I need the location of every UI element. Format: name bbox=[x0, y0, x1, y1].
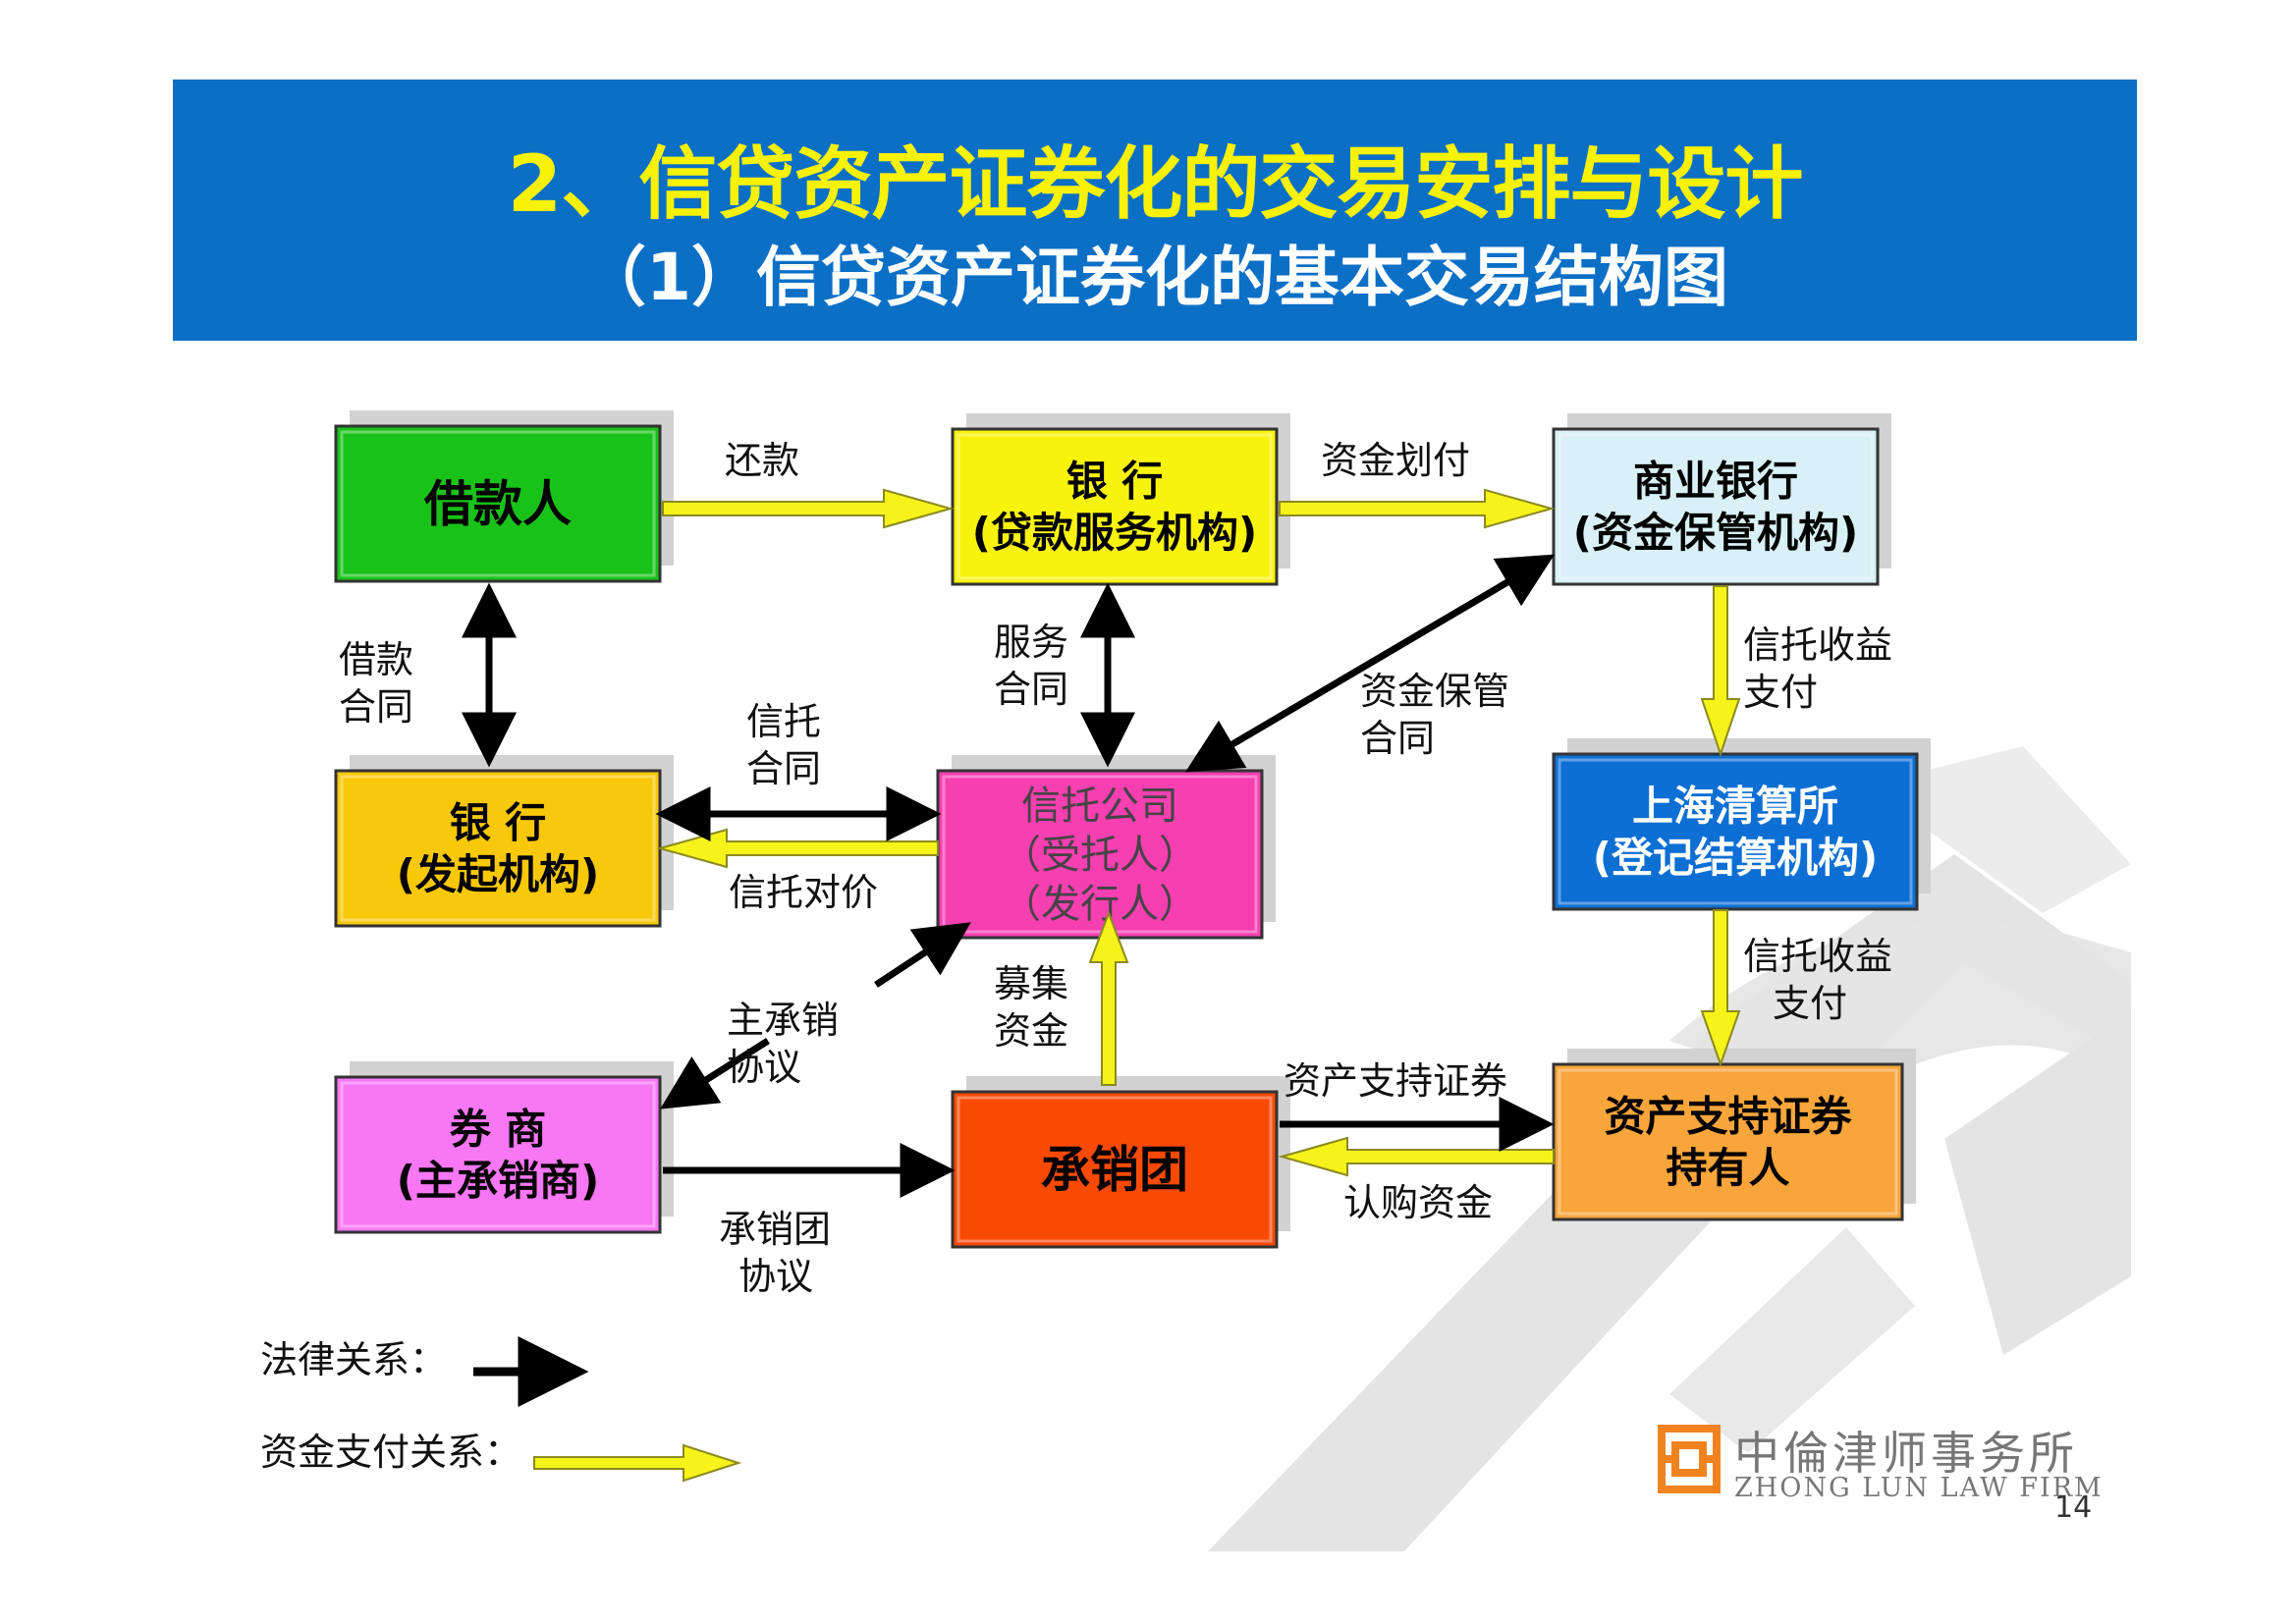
node-label-line: 银 行 bbox=[450, 798, 547, 846]
node-underwriting-syndicate: 承销团 bbox=[951, 1076, 1290, 1249]
label-trust-consideration: 信托对价 bbox=[729, 871, 878, 914]
node-box bbox=[1552, 1062, 1904, 1221]
node-bevel bbox=[1558, 758, 1913, 905]
legend-payment-arrow bbox=[533, 1443, 742, 1483]
node-label-line: (登记结算机构) bbox=[1593, 834, 1878, 882]
arrow-repayment bbox=[662, 488, 955, 529]
label-raised-funds: 募集资金 bbox=[994, 962, 1068, 1053]
node-box bbox=[1552, 752, 1919, 911]
legend-legal-label: 法律关系： bbox=[260, 1338, 447, 1381]
node-label-line: 上海清算所 bbox=[1632, 782, 1838, 830]
node-box bbox=[1552, 427, 1880, 586]
node-label-line: 持有人 bbox=[1666, 1144, 1789, 1192]
node-label-line: (贷款服务机构) bbox=[972, 509, 1257, 557]
law-firm-name-en: ZHONG LUN LAW FIRM bbox=[1734, 1473, 2104, 1503]
node-label-line: (主承销商) bbox=[397, 1157, 599, 1205]
node-bevel bbox=[957, 433, 1273, 580]
arrow-trust-income-1 bbox=[1700, 585, 1741, 758]
node-broker: 券 商(主承销商) bbox=[334, 1061, 674, 1234]
node-trust-company: 信托公司（受托人）（发行人） bbox=[936, 755, 1276, 940]
node-label-line: （受托人） bbox=[1002, 833, 1198, 878]
law-firm-name-cn: 中倫津师事务所 bbox=[1734, 1427, 2078, 1480]
node-box bbox=[951, 427, 1279, 586]
node-box bbox=[936, 769, 1264, 940]
node-bevel bbox=[1558, 433, 1874, 580]
arrow-custody-contract bbox=[1184, 554, 1556, 773]
label-service-contract: 服务合同 bbox=[994, 621, 1068, 711]
node-bevel bbox=[957, 1096, 1273, 1243]
arrow-trust-income-2 bbox=[1700, 909, 1741, 1068]
slide-subtitle: （1）信贷资产证券化的基本交易结构图 bbox=[581, 240, 1728, 315]
node-label-line: (资金保管机构) bbox=[1573, 509, 1858, 557]
node-box bbox=[334, 769, 662, 928]
node-box bbox=[334, 424, 662, 583]
legend-payment-label: 资金支付关系： bbox=[260, 1431, 521, 1474]
arrow-trust-consideration bbox=[656, 828, 939, 869]
header-banner: 2、信贷资产证券化的交易安排与设计 （1）信贷资产证券化的基本交易结构图 bbox=[173, 80, 2137, 341]
slide-title: 2、信贷资产证券化的交易安排与设计 bbox=[507, 138, 1804, 230]
arrow-fund-transfer bbox=[1279, 488, 1556, 529]
node-custodian-bank: 商业银行(资金保管机构) bbox=[1552, 413, 1891, 586]
node-bevel bbox=[340, 430, 656, 577]
label-abs-securities: 资产支持证券 bbox=[1284, 1059, 1507, 1103]
node-servicer-bank: 银 行(贷款服务机构) bbox=[951, 413, 1290, 586]
node-clearing-house: 上海清算所(登记结算机构) bbox=[1552, 738, 1931, 911]
arrow-raised-funds bbox=[1088, 910, 1129, 1086]
arrow-lead-underwriting-1 bbox=[874, 922, 971, 988]
label-subscription-funds: 认购资金 bbox=[1343, 1181, 1493, 1224]
node-bevel bbox=[340, 1081, 656, 1228]
node-label-line: （发行人） bbox=[1002, 882, 1198, 927]
law-firm-logo-icon bbox=[1658, 1425, 1721, 1493]
node-box bbox=[334, 1075, 662, 1234]
node-label-line: 银 行 bbox=[1066, 457, 1164, 505]
page-number: 14 bbox=[2054, 1490, 2093, 1525]
node-label-line: 券 商 bbox=[450, 1105, 547, 1153]
legend: 法律关系： 资金支付关系： bbox=[260, 1336, 742, 1483]
label-trust-income-1: 信托收益支付 bbox=[1743, 623, 1892, 714]
node-label-line: 承销团 bbox=[1041, 1142, 1188, 1199]
node-bevel bbox=[942, 775, 1258, 934]
label-trust-contract: 信托合同 bbox=[746, 700, 821, 790]
label-fund-transfer: 资金划付 bbox=[1321, 439, 1470, 482]
node-bevel bbox=[1558, 1068, 1898, 1216]
node-borrower: 借款人 bbox=[334, 410, 674, 583]
node-originator-bank: 银 行(发起机构) bbox=[334, 755, 674, 928]
label-custody-contract: 资金保管合同 bbox=[1360, 670, 1509, 760]
label-lead-underwriting: 主承销协议 bbox=[727, 999, 839, 1089]
label-trust-income-2: 信托收益支付 bbox=[1743, 935, 1892, 1025]
node-bevel bbox=[340, 775, 656, 922]
label-loan-contract: 借款合同 bbox=[339, 638, 413, 729]
label-repayment: 还款 bbox=[725, 439, 799, 482]
node-box bbox=[951, 1090, 1279, 1249]
node-label-line: 借款人 bbox=[423, 476, 572, 533]
label-syndicate-agreement: 承销团协议 bbox=[719, 1208, 831, 1298]
arrow-lead-underwriting-2 bbox=[660, 1038, 770, 1109]
arrow-subscription-funds bbox=[1278, 1136, 1555, 1177]
node-label-line: 商业银行 bbox=[1633, 457, 1798, 505]
node-label-line: (发起机构) bbox=[397, 850, 599, 898]
node-label-line: 信托公司 bbox=[1021, 784, 1178, 829]
node-label-line: 资产支持证券 bbox=[1604, 1092, 1852, 1140]
